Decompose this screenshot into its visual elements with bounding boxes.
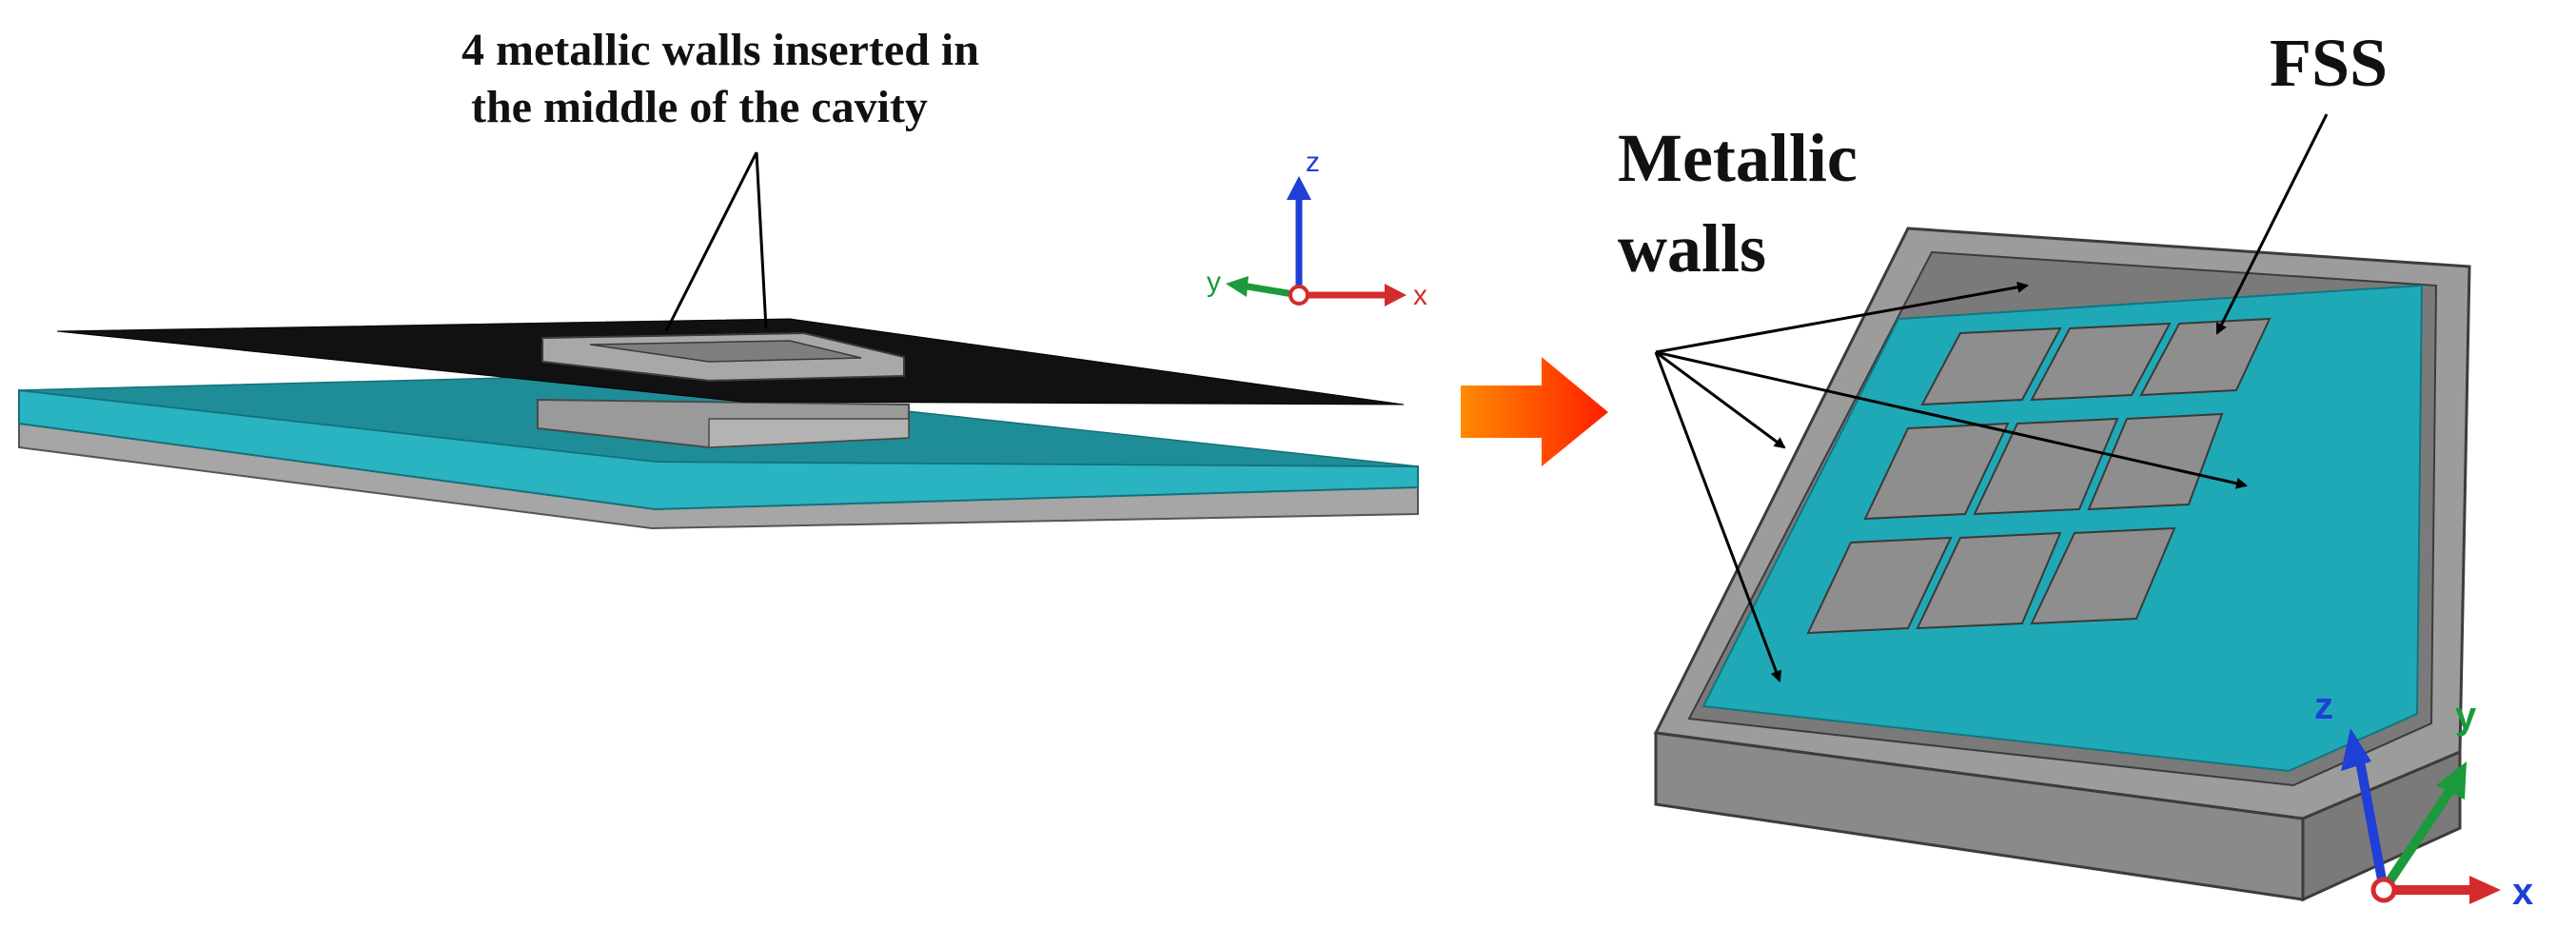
fss-patch xyxy=(1973,417,2119,516)
fss-patch xyxy=(2030,322,2172,402)
right-model xyxy=(1653,113,2471,902)
fss-patch xyxy=(2139,317,2271,397)
axis-left-x-label: x xyxy=(1413,280,1427,311)
axis-right-y-label: y xyxy=(2455,695,2477,737)
walls-arrow-4 xyxy=(1654,351,1782,682)
left-model xyxy=(18,151,1419,530)
transition-arrow xyxy=(1461,357,1608,466)
fss-patch xyxy=(2030,526,2176,625)
box-right-face xyxy=(2301,749,2462,902)
walls-arrow-3 xyxy=(1655,350,2248,489)
axis-right-z-label: z xyxy=(2314,685,2333,727)
metallic-walls-label-line2: walls xyxy=(1618,210,1766,287)
inner-wall-block-upper-inner xyxy=(589,340,862,363)
fss-patch xyxy=(1863,422,2010,521)
walls-callout-line1: 4 metallic walls inserted in xyxy=(462,25,979,75)
fss-patch xyxy=(1920,326,2062,406)
axes-triad-right: z y x xyxy=(2314,685,2533,913)
axis-left-y-label: y xyxy=(1207,267,1221,298)
fss-patch xyxy=(1916,531,2062,630)
inner-wall-block-lower-front xyxy=(708,418,910,448)
callout-arrow-1 xyxy=(664,151,758,332)
walls-callout-line2: the middle of the cavity xyxy=(471,82,928,132)
walls-arrow-2 xyxy=(1655,350,1786,449)
fss-patch xyxy=(1806,536,1953,635)
callout-arrow-2 xyxy=(755,151,768,329)
fss-patch-grid xyxy=(1806,317,2271,635)
fss-patch xyxy=(2087,412,2224,511)
axes-triad-left: z y x xyxy=(1207,147,1427,311)
fss-label: FSS xyxy=(2270,25,2388,101)
axis-right-x-label: x xyxy=(2512,871,2533,913)
cavity-substrate xyxy=(1701,284,2424,773)
fss-arrow xyxy=(2215,113,2329,335)
metallic-walls-label-line1: Metallic xyxy=(1618,120,1858,196)
walls-arrow-1 xyxy=(1655,281,2029,354)
axis-left-z-label: z xyxy=(1306,147,1320,178)
